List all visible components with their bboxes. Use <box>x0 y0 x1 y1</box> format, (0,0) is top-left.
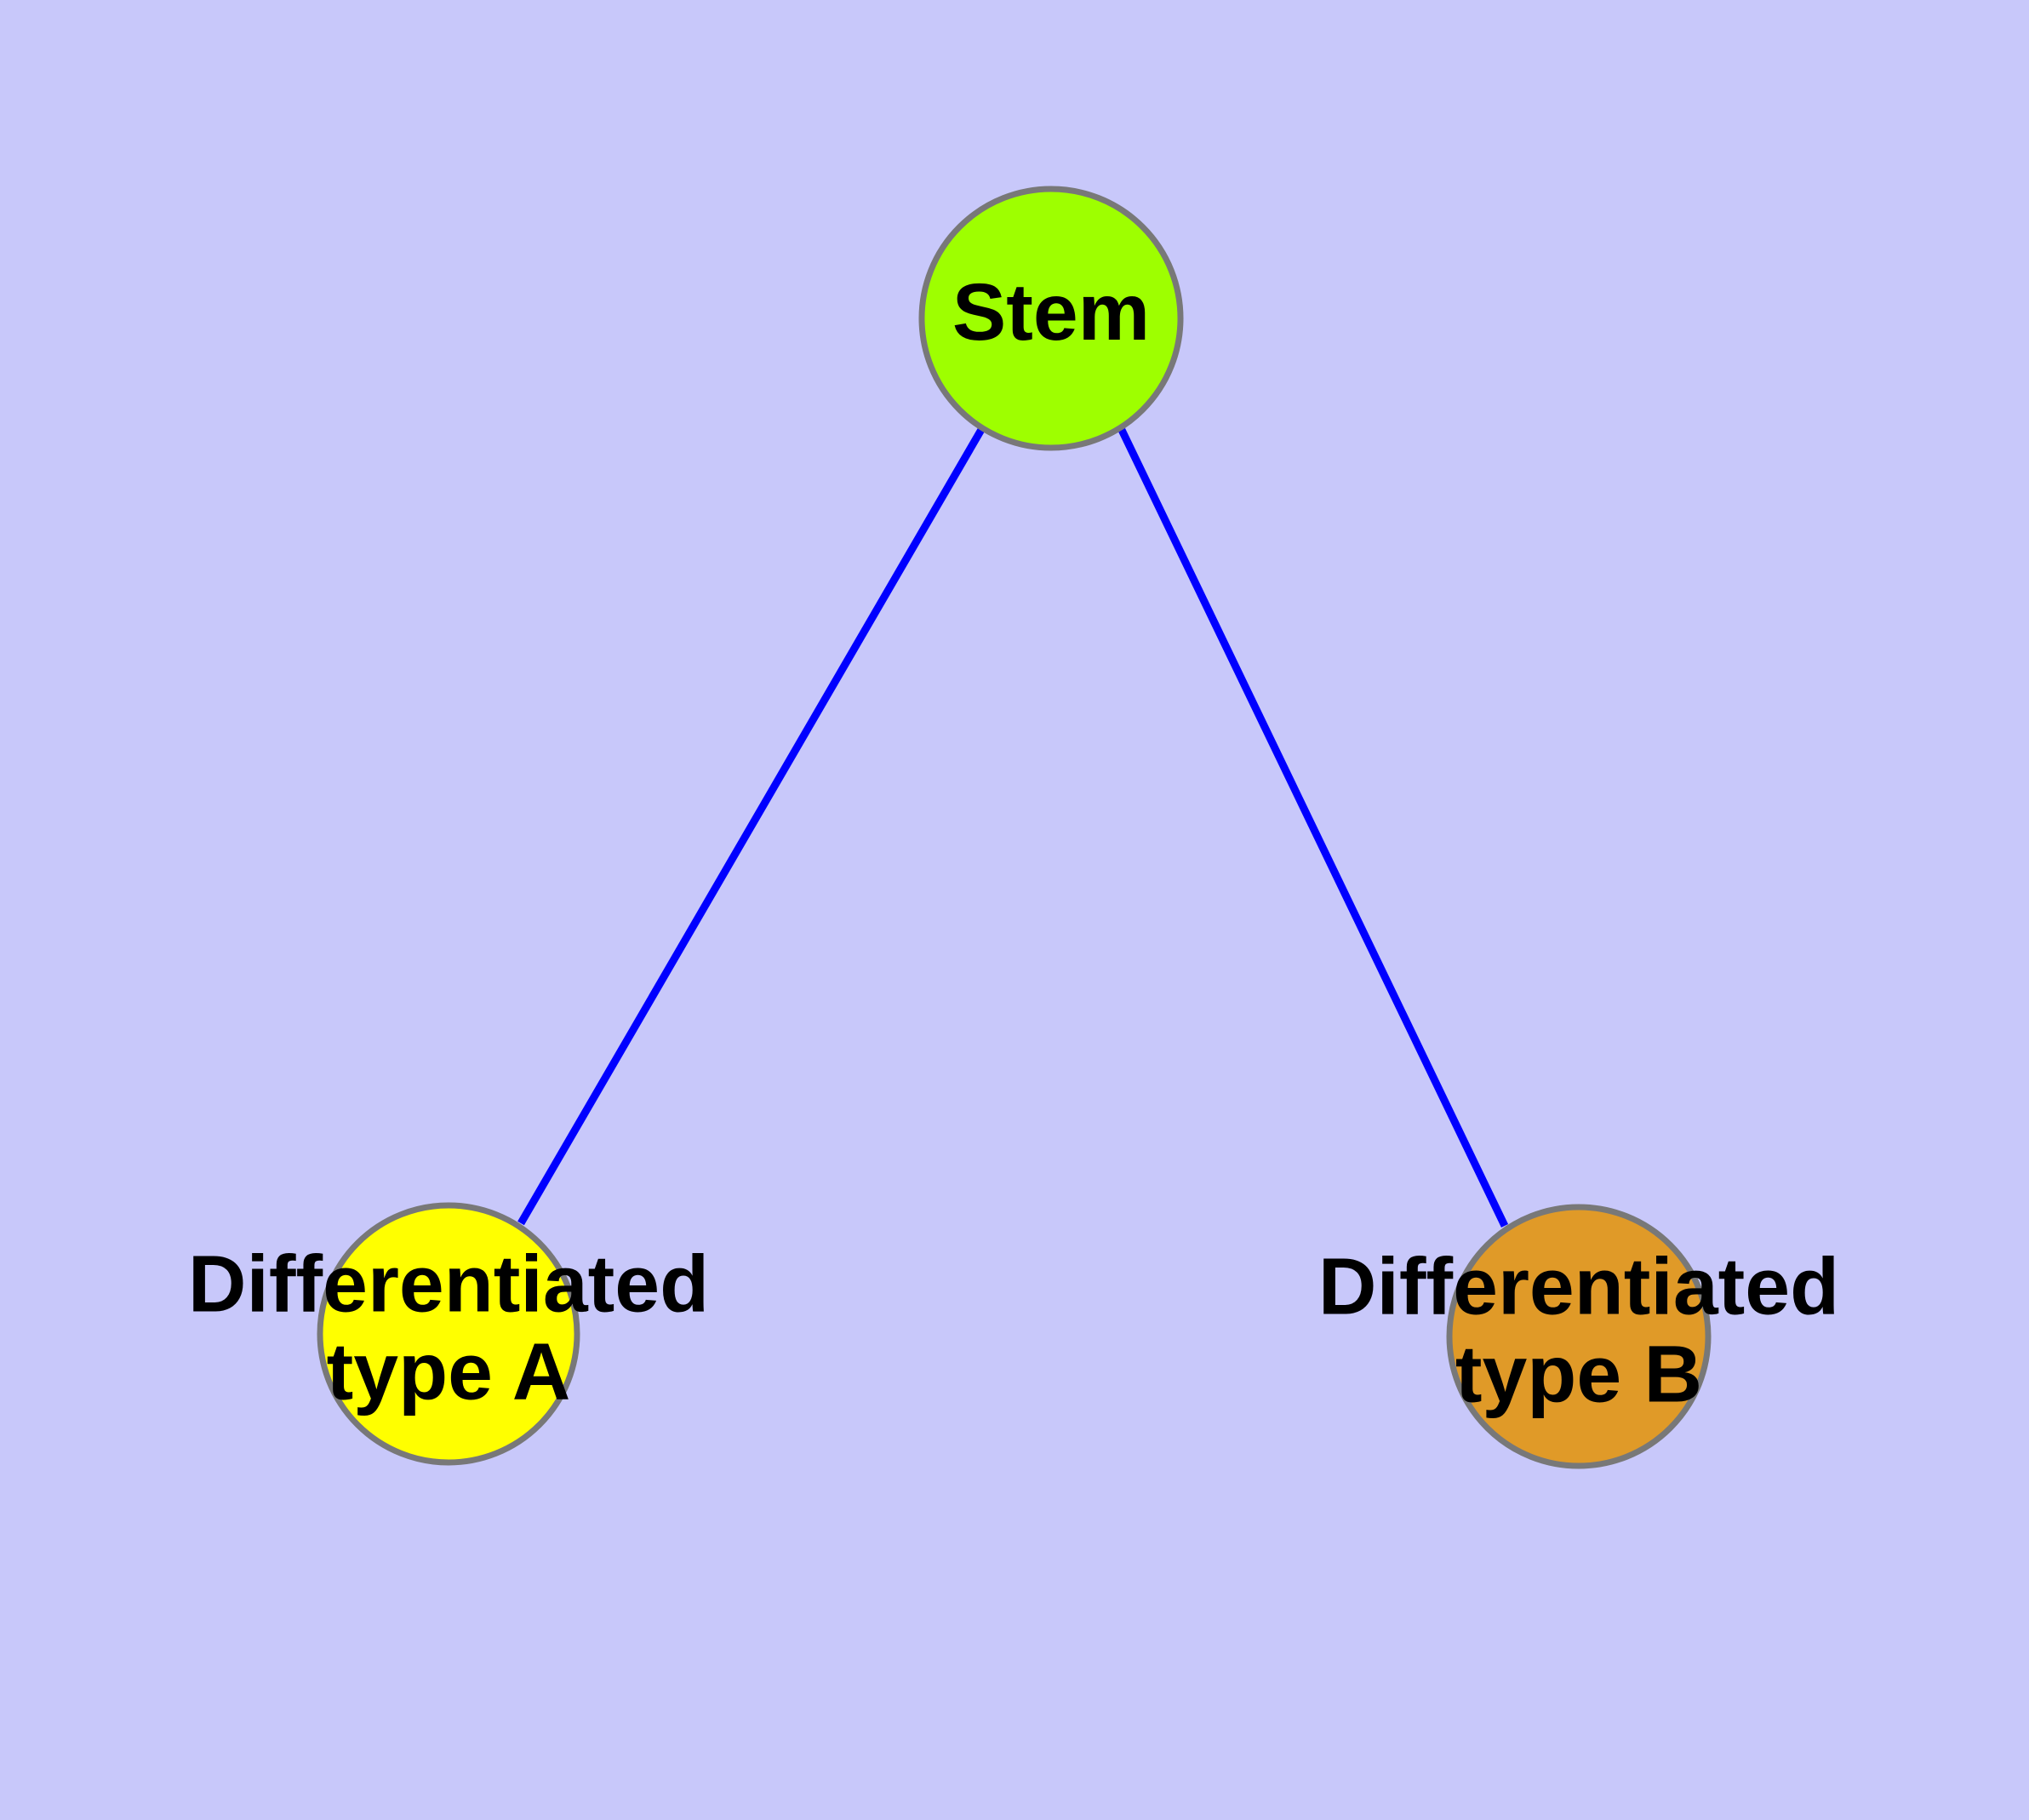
edge-layer <box>517 426 1509 1228</box>
node-label-line: Differentiated <box>188 1239 709 1330</box>
node-differentiated-type-b[interactable] <box>1446 1204 1712 1469</box>
node-circle-yellow[interactable] <box>317 1202 580 1466</box>
edge-stem-to-differentiated-type-a[interactable] <box>517 426 986 1226</box>
node-label-line: Stem <box>952 267 1150 358</box>
node-label-line: type B <box>1455 1329 1702 1419</box>
node-stem[interactable] <box>918 186 1184 451</box>
node-differentiated-type-a[interactable] <box>317 1202 580 1466</box>
node-label-stem: Stem <box>952 267 1150 358</box>
edge-stem-to-differentiated-type-b[interactable] <box>1117 426 1509 1228</box>
node-label-line: Differentiated <box>1318 1242 1839 1332</box>
node-circle-green[interactable] <box>918 186 1184 451</box>
node-circle-orange[interactable] <box>1446 1204 1712 1469</box>
node-layer <box>317 186 1712 1469</box>
node-label-line: type A <box>327 1326 571 1417</box>
